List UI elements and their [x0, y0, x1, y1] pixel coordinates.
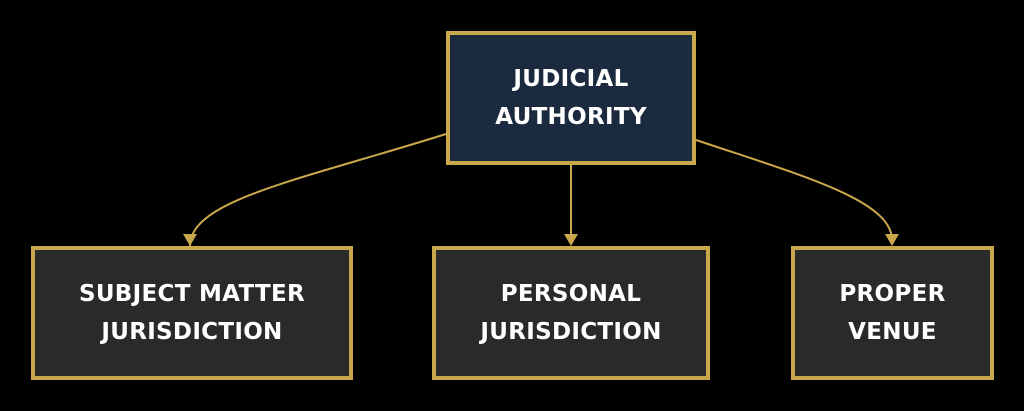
node-label-line: PERSONAL	[500, 281, 642, 307]
node-personal-jurisdiction: PERSONAL JURISDICTION	[432, 246, 710, 380]
edge-to-proper-venue	[695, 139, 893, 241]
arrowhead-personal-jurisdiction	[564, 234, 578, 246]
node-label-line: AUTHORITY	[495, 104, 647, 130]
node-judicial-authority: JUDICIAL AUTHORITY	[446, 31, 696, 165]
node-label-line: JUDICIAL	[513, 66, 629, 92]
arrowhead-proper-venue	[885, 234, 899, 246]
node-label: PROPER VENUE	[839, 275, 945, 351]
edge-to-subject-matter-jurisdiction	[189, 133, 447, 247]
node-label-line: JURISDICTION	[101, 319, 283, 345]
node-label-line: SUBJECT MATTER	[78, 281, 306, 307]
node-subject-matter-jurisdiction: SUBJECT MATTER JURISDICTION	[31, 246, 353, 380]
node-label: PERSONAL JURISDICTION	[480, 275, 661, 351]
node-label: JUDICIAL AUTHORITY	[495, 60, 647, 136]
node-label-line: JURISDICTION	[480, 319, 662, 345]
node-proper-venue: PROPER VENUE	[791, 246, 994, 380]
arrowhead-subject-matter-jurisdiction	[183, 234, 197, 246]
node-label: SUBJECT MATTER JURISDICTION	[79, 275, 305, 351]
node-label-line: VENUE	[848, 319, 937, 345]
node-label-line: PROPER	[839, 281, 946, 307]
